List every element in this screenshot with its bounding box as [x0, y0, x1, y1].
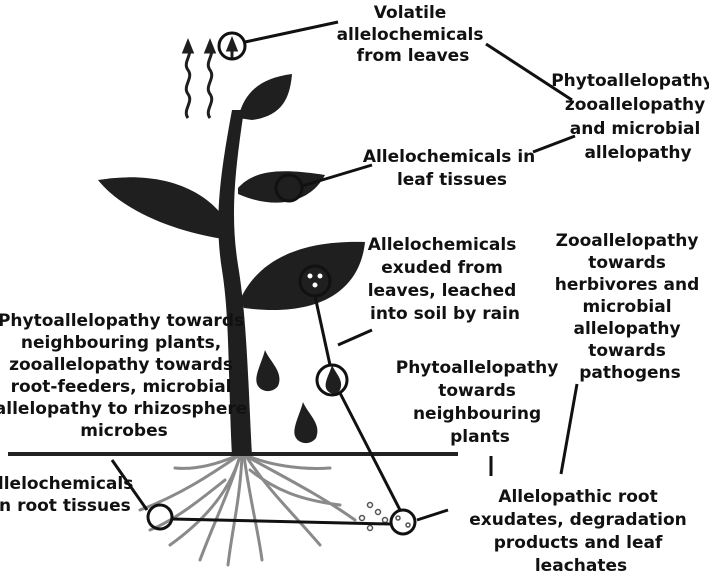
label-zoo-right: Zooallelopathy towards herbivores and mi…	[555, 231, 705, 383]
label-types-top-line: and microbial	[570, 119, 701, 139]
label-left-block-line: microbes	[80, 421, 168, 441]
label-volatile: Volatile allelochemicals from leaves	[337, 3, 490, 66]
roots	[138, 454, 357, 567]
plant	[98, 74, 365, 456]
label-exuded-line: exuded from	[381, 258, 503, 278]
label-root-exudates-line: Allelopathic root	[498, 487, 657, 507]
label-leaf-tissues-line: Allelochemicals in	[363, 147, 535, 167]
label-root-exudates-line: exudates, degradation	[469, 510, 687, 530]
label-volatile-line: from leaves	[357, 46, 470, 66]
label-phyto-neighbours-line: plants	[450, 427, 510, 447]
exudate-dots	[358, 501, 411, 532]
label-exuded-line: Allelochemicals	[368, 235, 517, 255]
label-left-block-line: neighbouring plants,	[21, 333, 221, 353]
callout-circles	[146, 31, 417, 536]
label-left-block-line: Phytoallelopathy towards	[0, 311, 244, 331]
stem	[218, 110, 252, 456]
chemical-dots	[307, 273, 323, 288]
label-root-exudates: Allelopathic root exudates, degradation …	[469, 487, 692, 575]
label-exuded-line: leaves, leached	[368, 281, 517, 301]
leaf-big-right	[240, 241, 365, 311]
circle-root-exudate	[389, 508, 417, 536]
label-zoo-right-line: pathogens	[579, 363, 680, 383]
leaf-top	[238, 74, 292, 120]
volatile-arrows	[181, 35, 239, 119]
label-phyto-neighbours-line: towards	[438, 381, 516, 401]
label-exuded: Allelochemicals exuded from leaves, leac…	[368, 235, 523, 324]
label-phyto-neighbours: Phytoallelopathy towards neighbouring pl…	[396, 358, 564, 447]
label-leaf-tissues-line: leaf tissues	[397, 170, 507, 190]
connector-lines	[110, 20, 579, 526]
label-volatile-line: allelochemicals	[337, 25, 484, 45]
label-exuded-line: into soil by rain	[370, 304, 520, 324]
label-types-top-line: zooallelopathy	[565, 95, 705, 115]
label-zoo-right-line: microbial	[583, 297, 672, 317]
circle-volatile	[217, 31, 247, 61]
label-zoo-right-line: allelopathy	[573, 319, 680, 339]
label-zoo-right-line: Zooallelopathy	[556, 231, 699, 251]
drop-1	[256, 350, 280, 392]
label-zoo-right-line: towards	[588, 253, 666, 273]
label-left-block-line: root-feeders, microbial	[11, 377, 232, 397]
leaf-small-right	[238, 171, 325, 203]
label-types-top: Phytoallelopathy, zooallelopathy and mic…	[551, 71, 709, 163]
label-root-exudates-line: leachates	[535, 556, 627, 575]
label-root-exudates-line: products and leaf	[494, 533, 663, 553]
label-types-top-line: allelopathy	[584, 143, 691, 163]
circle-drop	[315, 363, 349, 397]
label-zoo-right-line: herbivores and	[555, 275, 699, 295]
label-left-block-line: zooallelopathy towards	[9, 355, 233, 375]
label-root-tissues-line: Allelochemicals	[0, 474, 133, 494]
label-left-block: Phytoallelopathy towards neighbouring pl…	[0, 311, 253, 441]
circle-leaf-tissue	[274, 173, 304, 203]
label-phyto-neighbours-line: Phytoallelopathy	[396, 358, 559, 378]
label-zoo-right-line: towards	[588, 341, 666, 361]
leaf-big-left	[98, 177, 232, 240]
label-left-block-line: allelopathy to rhizosphere	[0, 399, 247, 419]
label-root-tissues-line: in root tissues	[0, 496, 131, 516]
label-volatile-line: Volatile	[374, 3, 447, 23]
drop-2	[294, 402, 318, 444]
label-root-tissues: Allelochemicals in root tissues	[0, 474, 139, 516]
circle-root-tissue	[146, 503, 174, 531]
drop-3	[325, 365, 342, 394]
label-phyto-neighbours-line: neighbouring	[413, 404, 541, 424]
label-leaf-tissues: Allelochemicals in leaf tissues	[363, 147, 541, 190]
label-types-top-line: Phytoallelopathy,	[551, 71, 709, 91]
